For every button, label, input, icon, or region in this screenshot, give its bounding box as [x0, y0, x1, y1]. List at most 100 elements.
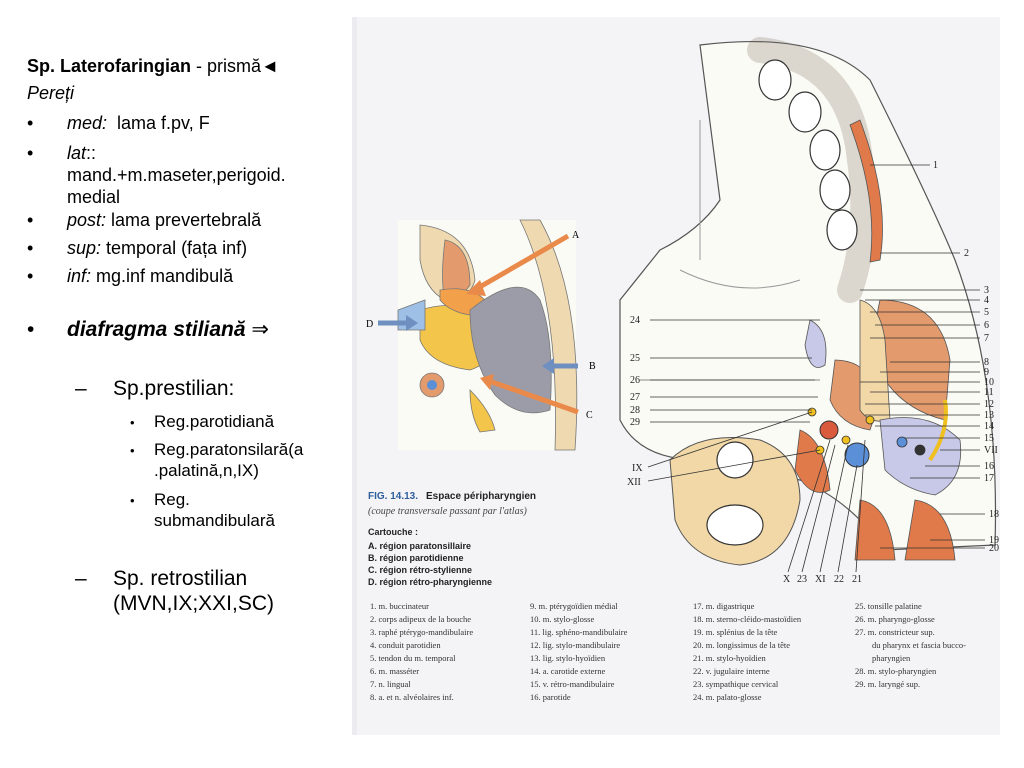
legend-item: 9. m. ptérygoïdien médial	[530, 601, 618, 611]
callout-8: 8	[984, 357, 989, 368]
legend-item: 8. a. et n. alvéolaires inf.	[370, 692, 454, 702]
inset-label-d: D	[366, 319, 373, 330]
wall-item-post: • post: lama prevertebrală	[27, 209, 261, 231]
wall-text: lama f.pv, F	[107, 113, 210, 133]
callout-24: 24	[630, 315, 640, 326]
prestylian-label: Sp.prestilian:	[113, 377, 235, 400]
legend-item: 24. m. palato-glosse	[693, 692, 762, 702]
callout-16: 16	[984, 461, 994, 472]
bullet-icon: •	[27, 113, 34, 133]
prestylian-region: Reg.paratonsilară(a	[154, 440, 304, 459]
wall-item-med: • med: lama f.pv, F	[27, 112, 210, 134]
wall-text: lama prevertebrală	[106, 210, 262, 230]
figure-caption: FIG. 14.13. Espace péripharyngien (coupe…	[368, 491, 536, 587]
main-cross-section	[619, 37, 997, 566]
prestylian-sub-2: • Reg.paratonsilară(a .palatină,n,IX)	[130, 439, 303, 480]
figure-subtitle: (coupe transversale passant par l'atlas)	[368, 506, 527, 517]
cartouche-item: C. région rétro-stylienne	[368, 565, 472, 575]
diaphragm-text: diafragma stiliană	[67, 318, 246, 341]
cartouche-item: A. région paratonsillaire	[368, 541, 471, 551]
callout-1: 1	[933, 160, 938, 171]
diaphragm-item: • diafragma stiliană ⇒	[27, 318, 269, 341]
callout-17: 17	[984, 473, 994, 484]
legend-item: 21. m. stylo-hyoïdien	[693, 653, 766, 663]
legend-item: 10. m. stylo-glosse	[530, 614, 594, 624]
legend-item: 19. m. splénius de la tête	[693, 627, 778, 637]
dash-icon: –	[75, 377, 87, 400]
prestylian-region-cont: .palatină,n,IX)	[154, 461, 259, 480]
legend-item: 15. v. rétro-mandibulaire	[530, 679, 615, 689]
callout-6: 6	[984, 320, 989, 331]
prestylian-item: – Sp.prestilian:	[75, 377, 234, 400]
legend: 1. m. buccinateur 2. corps adipeux de la…	[370, 601, 966, 702]
legend-item: 3. raphé ptérygo-mandibulaire	[370, 627, 473, 637]
walls-label: Pereți	[27, 83, 75, 103]
inset-label-a: A	[572, 230, 580, 241]
bullet-icon: •	[27, 266, 34, 286]
cartouche-label: Cartouche :	[368, 527, 418, 537]
left-callout-numbers: 24 25 26 27 28 29 IX XII	[627, 315, 643, 488]
wall-term: med:	[67, 113, 108, 133]
legend-item: 6. m. masséter	[370, 666, 419, 676]
right-leader-lines	[860, 164, 985, 549]
inset-label-c: C	[586, 410, 593, 421]
legend-item: 2. corps adipeux de la bouche	[370, 614, 471, 624]
wall-term: sup:	[67, 238, 102, 258]
legend-item: 17. m. digastrique	[693, 601, 755, 611]
legend-item-cont: du pharynx et fascia bucco-	[872, 640, 966, 650]
legend-item: 27. m. constricteur sup.	[855, 627, 935, 637]
legend-item: 28. m. stylo-pharyngien	[855, 666, 937, 676]
title-rest: - prismă	[191, 56, 262, 76]
callout-28: 28	[630, 405, 640, 416]
legend-item: 13. lig. stylo-hyoïdien	[530, 653, 606, 663]
callout-5: 5	[984, 307, 989, 318]
retrostylian-item: – Sp. retrostilian (MVN,IX;XXI,SC)	[75, 567, 274, 615]
wall-text-line3: medial	[67, 187, 121, 207]
callout-2: 2	[964, 248, 969, 259]
callout-12: 12	[984, 399, 994, 410]
prestylian-sub-1: • Reg.parotidiană	[130, 411, 274, 434]
bottom-callout-numbers: X 23 XI 22 21	[783, 574, 862, 585]
bullet-icon: •	[27, 318, 35, 341]
right-callout-numbers: 1 2 3 4 5 6 7 8 9 10 11 12 13 14 15 VII …	[933, 160, 999, 554]
dash-icon: –	[75, 567, 87, 590]
wall-text: ::	[86, 143, 97, 163]
bullet-icon: •	[130, 443, 135, 458]
title-bold: Sp. Laterofaringian	[27, 56, 192, 76]
legend-item-cont: pharyngien	[872, 653, 911, 663]
wall-term: post:	[67, 210, 107, 230]
callout-4: 4	[984, 295, 989, 306]
bullet-icon: •	[27, 210, 34, 230]
wall-text-line2: mand.+m.maseter,perigoid.	[67, 165, 286, 185]
page-edge	[352, 17, 357, 735]
title-arrow-icon: ◄	[261, 56, 279, 76]
callout-29: 29	[630, 417, 640, 428]
legend-col-1: 1. m. buccinateur 2. corps adipeux de la…	[370, 601, 473, 702]
bullet-icon: •	[27, 238, 34, 258]
callout-21: 21	[852, 574, 862, 585]
legend-item: 16. parotide	[530, 692, 571, 702]
inset-label-b: B	[589, 361, 596, 372]
legend-item: 4. conduit parotidien	[370, 640, 441, 650]
slide-title: Sp. Laterofaringian - prismă◄	[27, 55, 279, 77]
left-leader-lines	[647, 319, 821, 482]
legend-item: 22. v. jugulaire interne	[693, 666, 770, 676]
legend-item: 25. tonsille palatine	[855, 601, 922, 611]
prestylian-region: Reg.parotidiană	[154, 412, 275, 431]
wall-text: temporal (fața inf)	[101, 238, 248, 258]
callout-14: 14	[984, 421, 994, 432]
callout-20: 20	[989, 543, 999, 554]
callout-7: 7	[984, 333, 989, 344]
bullet-icon: •	[27, 143, 34, 163]
prestylian-sub-3: • Reg. submandibulară	[130, 489, 275, 530]
legend-item: 5. tendon du m. temporal	[370, 653, 456, 663]
callout-26: 26	[630, 375, 640, 386]
figure-title: Espace péripharyngien	[426, 491, 536, 502]
callout-xii: XII	[627, 477, 641, 488]
prestylian-region: Reg.	[154, 490, 190, 509]
callout-x: X	[783, 574, 791, 585]
legend-item: 1. m. buccinateur	[370, 601, 429, 611]
callout-vii: VII	[984, 445, 998, 456]
legend-col-2: 9. m. ptérygoïdien médial 10. m. stylo-g…	[530, 601, 628, 702]
